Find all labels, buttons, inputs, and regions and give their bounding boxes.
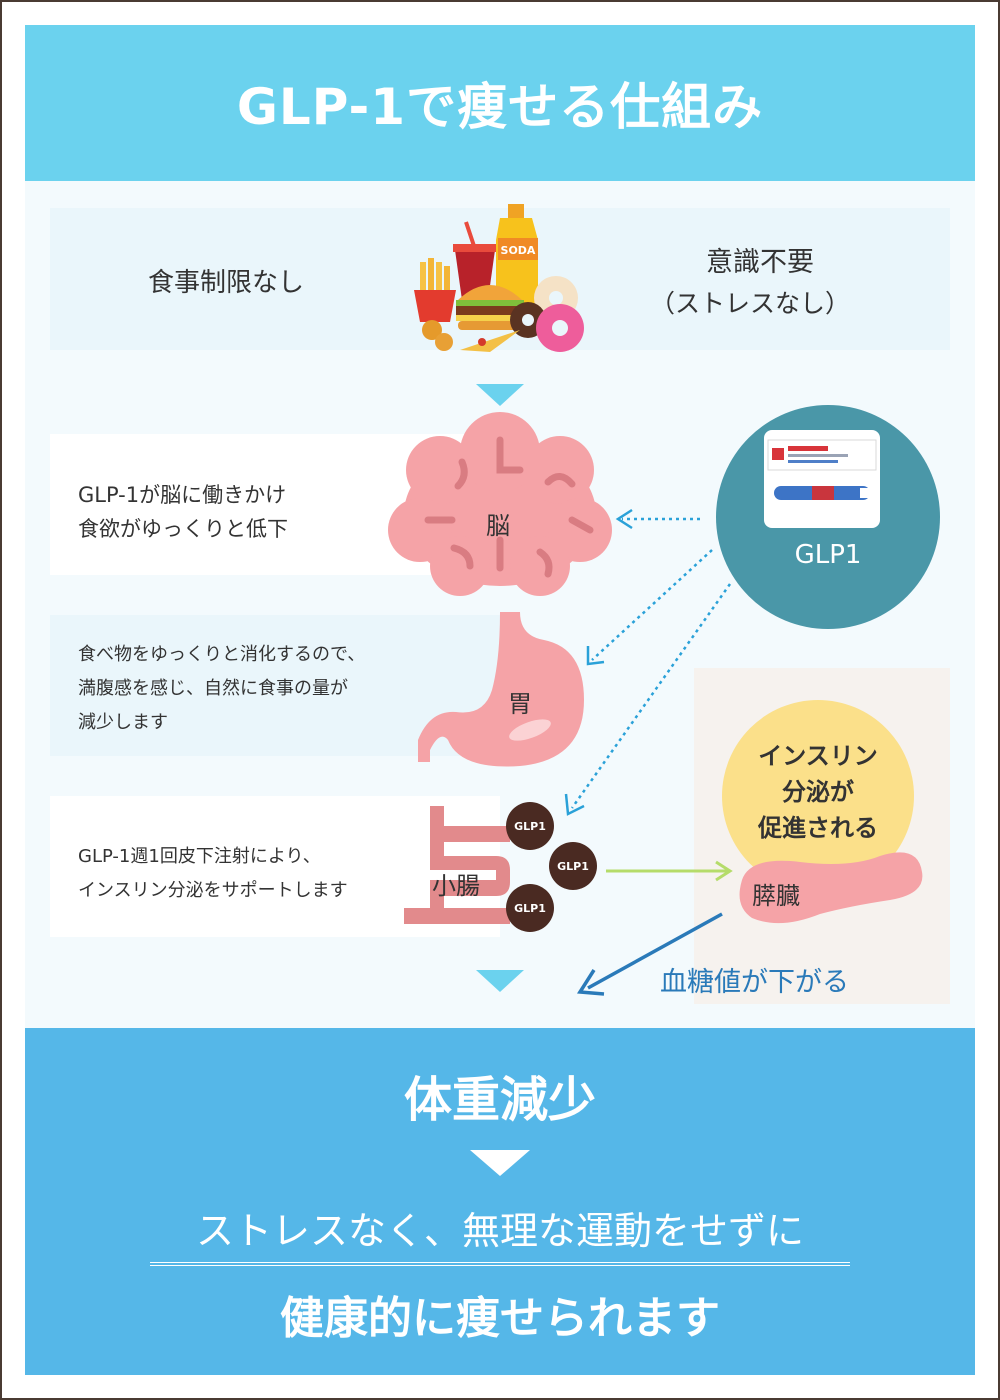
brain-text: GLP-1が脳に働きかけ 食欲がゆっくりと低下 bbox=[78, 478, 288, 546]
pizza-icon bbox=[422, 320, 520, 352]
blue-arrow-head bbox=[576, 969, 605, 996]
pancreas-icon bbox=[739, 852, 923, 924]
insulin-text: インスリン 分泌が 促進される bbox=[722, 738, 914, 846]
brain-text-line1: GLP-1が脳に働きかけ bbox=[78, 483, 287, 507]
donut-icon bbox=[510, 276, 584, 352]
stomach-text-line2: 満腹感を感じ、自然に食事の量が bbox=[78, 678, 348, 699]
arrow-down-2 bbox=[476, 970, 524, 992]
intestine-text: GLP-1週1回皮下注射により、 インスリン分泌をサポートします bbox=[78, 840, 348, 908]
pill-label-2: GLP1 bbox=[557, 860, 589, 873]
intestine-label: 小腸 bbox=[432, 872, 480, 900]
insulin-line3: 促進される bbox=[758, 814, 878, 842]
food-right-sub-label: （ストレスなし） bbox=[649, 289, 850, 318]
stomach-text: 食べ物をゆっくりと消化するので、 満腹感を感じ、自然に食事の量が 減少します bbox=[78, 638, 365, 740]
header-banner: GLP-1で痩せる仕組み bbox=[25, 25, 975, 181]
footer-arrow-down bbox=[470, 1150, 530, 1176]
stomach-label: 胃 bbox=[508, 690, 532, 718]
blood-sugar-result: 血糖値が下がる bbox=[660, 967, 849, 998]
footer-divider bbox=[150, 1262, 850, 1266]
stomach-text-line3: 減少します bbox=[78, 712, 168, 733]
page-title: GLP-1で痩せる仕組み bbox=[236, 78, 764, 136]
dotted-arrow-to-stomach-head bbox=[586, 646, 605, 666]
small-intestine-icon bbox=[404, 806, 510, 924]
pill-label-3: GLP1 bbox=[514, 902, 546, 915]
stomach-text-line1: 食べ物をゆっくりと消化するので、 bbox=[78, 644, 366, 665]
footer-banner bbox=[25, 1028, 975, 1375]
intestine-text-line1: GLP-1週1回皮下注射により、 bbox=[78, 846, 321, 867]
soda-label: SODA bbox=[501, 244, 536, 257]
fries-icon bbox=[414, 258, 456, 322]
brain-icon bbox=[388, 412, 612, 596]
dotted-arrow-to-brain-head bbox=[615, 508, 633, 530]
dotted-arrow-to-stomach bbox=[591, 549, 713, 661]
arrow-down-1 bbox=[476, 384, 524, 406]
footer-final-text: 健康的に痩せられます bbox=[280, 1293, 720, 1344]
injection-pen-icon bbox=[767, 439, 877, 500]
green-arrow-head bbox=[715, 860, 733, 882]
burger-icon bbox=[456, 285, 524, 330]
food-left-label: 食事制限なし bbox=[148, 268, 305, 298]
brain-label: 脳 bbox=[486, 512, 510, 540]
insulin-line2: 分泌が bbox=[782, 778, 854, 806]
glp-circle-label: GLP1 bbox=[794, 540, 862, 570]
soda-bottle-icon: SODA bbox=[496, 204, 538, 310]
pancreas-label: 膵臓 bbox=[752, 882, 800, 910]
footer-sub-text: ストレスなく、無理な運動をせずに bbox=[195, 1209, 804, 1253]
dotted-arrow-to-intestine bbox=[570, 583, 732, 809]
insulin-line1: インスリン bbox=[758, 742, 878, 770]
brain-text-line2: 食欲がゆっくりと低下 bbox=[78, 517, 288, 541]
blue-arrow-line bbox=[587, 912, 723, 990]
footer-main-text: 体重減少 bbox=[403, 1072, 596, 1128]
intestine-text-line2: インスリン分泌をサポートします bbox=[78, 880, 348, 901]
glp1-pill-icon bbox=[506, 802, 597, 932]
food-right-label: 意識不要 bbox=[706, 247, 814, 278]
stomach-icon bbox=[418, 612, 584, 767]
pill-label-1: GLP1 bbox=[514, 820, 546, 833]
dotted-arrow-to-intestine-head bbox=[564, 793, 585, 816]
